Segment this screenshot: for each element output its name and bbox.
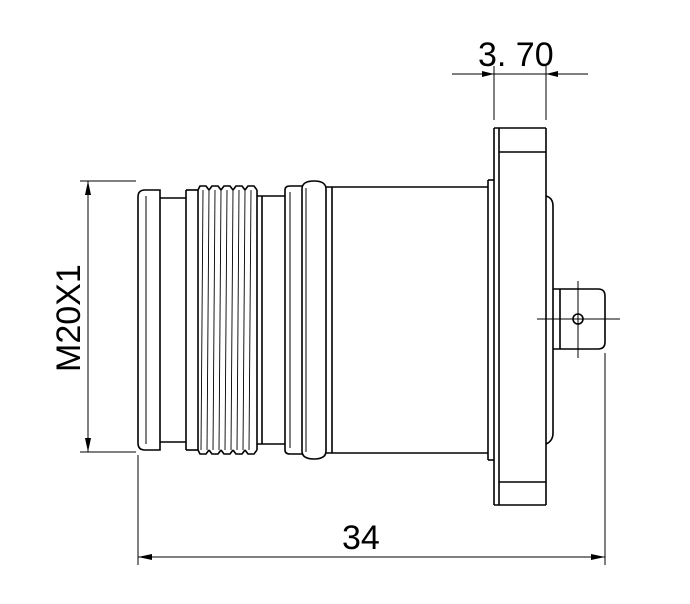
- neck-groove: [257, 185, 302, 455]
- rear-pin: [537, 281, 620, 358]
- dimension-top-label: 3. 70: [478, 36, 554, 74]
- main-body: [326, 179, 494, 461]
- dimension-left: M20X1: [50, 180, 136, 453]
- round-collar: [301, 180, 327, 460]
- dimension-left-label: M20X1: [50, 264, 88, 372]
- connector-body: [137, 127, 620, 506]
- threaded-section: [186, 185, 258, 455]
- mounting-flange: [493, 127, 554, 506]
- dimension-bottom: 34: [137, 353, 606, 565]
- dimension-top: 3. 70: [452, 36, 588, 120]
- front-nose: [137, 189, 187, 451]
- dimension-bottom-label: 34: [342, 519, 380, 557]
